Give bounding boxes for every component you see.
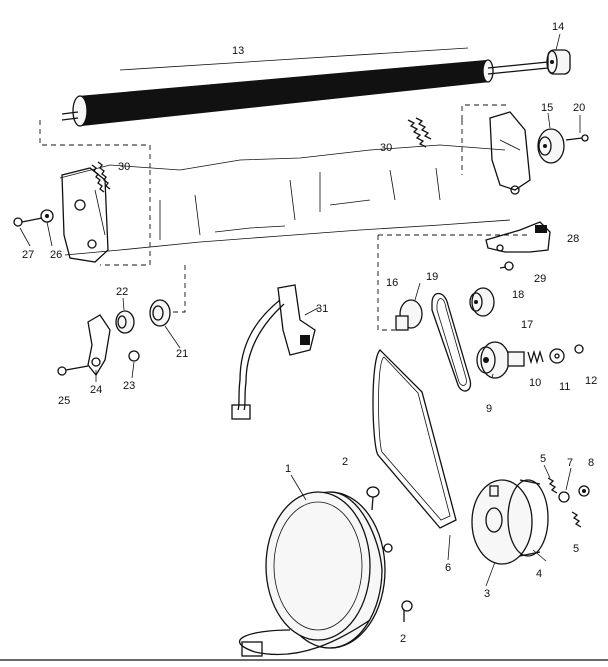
spring-5-bottom bbox=[571, 511, 582, 528]
callout-6: 6 bbox=[445, 562, 451, 574]
gear-18 bbox=[469, 287, 495, 317]
callout-16: 16 bbox=[386, 277, 398, 289]
roller-assembly bbox=[61, 47, 549, 127]
screw-20 bbox=[565, 134, 589, 142]
callout-31: 31 bbox=[316, 303, 328, 315]
right-side-plate bbox=[489, 111, 531, 195]
washer-21 bbox=[149, 299, 171, 327]
bracket-28 bbox=[485, 221, 551, 253]
main-belt-6 bbox=[372, 349, 457, 529]
screw-27 bbox=[13, 217, 43, 227]
screw-2-bottom bbox=[401, 600, 413, 622]
callout-17: 17 bbox=[521, 319, 533, 331]
callout-1: 1 bbox=[285, 463, 291, 475]
left-side-plate bbox=[61, 167, 109, 263]
callout-5-top: 5 bbox=[540, 453, 546, 465]
callout-27: 27 bbox=[22, 249, 34, 261]
washer-7 bbox=[558, 491, 570, 503]
bushing-14 bbox=[546, 49, 571, 75]
screw-29 bbox=[499, 261, 514, 271]
callout-15: 15 bbox=[541, 102, 553, 114]
callout-labels: 13 14 15 20 30 30 27 26 28 29 22 21 23 2… bbox=[22, 21, 597, 645]
callout-28: 28 bbox=[567, 233, 579, 245]
callout-26: 26 bbox=[50, 249, 62, 261]
callout-13: 13 bbox=[232, 45, 244, 57]
callout-18: 18 bbox=[512, 289, 524, 301]
screw-2-top bbox=[366, 486, 380, 511]
spring-5-top bbox=[547, 477, 558, 494]
chassis-frame bbox=[59, 144, 511, 256]
callout-25: 25 bbox=[58, 395, 70, 407]
washer-26 bbox=[40, 209, 54, 223]
screw-25 bbox=[57, 365, 89, 376]
pulley-16 bbox=[395, 299, 423, 331]
spacer-22 bbox=[115, 310, 135, 334]
spring-30-left bbox=[91, 161, 111, 193]
callout-30-right: 30 bbox=[380, 142, 392, 154]
callout-2-top: 2 bbox=[342, 456, 348, 468]
callout-24: 24 bbox=[90, 384, 102, 396]
belt-19 bbox=[431, 292, 472, 392]
motor-1 bbox=[239, 491, 393, 657]
callout-11: 11 bbox=[559, 381, 570, 393]
gear-15 bbox=[537, 128, 565, 164]
callout-10: 10 bbox=[529, 377, 541, 389]
nut-23 bbox=[128, 350, 140, 362]
lever-24 bbox=[87, 314, 111, 377]
spring-10 bbox=[527, 349, 544, 365]
callout-4: 4 bbox=[536, 568, 542, 580]
callout-7: 7 bbox=[567, 457, 573, 469]
callout-21: 21 bbox=[176, 348, 188, 360]
nut-8 bbox=[578, 485, 590, 497]
callout-22: 22 bbox=[116, 286, 128, 298]
callout-23: 23 bbox=[123, 380, 135, 392]
callout-20: 20 bbox=[573, 102, 585, 114]
callout-2-bottom: 2 bbox=[400, 633, 406, 645]
gear-17 bbox=[476, 341, 525, 379]
callout-30-left: 30 bbox=[118, 161, 130, 173]
callout-5-bottom: 5 bbox=[573, 543, 579, 555]
callout-19: 19 bbox=[426, 271, 438, 283]
callout-9: 9 bbox=[486, 403, 492, 415]
sensor-31 bbox=[231, 284, 316, 420]
spring-30-right bbox=[407, 117, 432, 148]
nut-12 bbox=[574, 344, 584, 354]
callout-29: 29 bbox=[534, 273, 546, 285]
washer-11 bbox=[549, 348, 565, 364]
callout-8: 8 bbox=[588, 457, 594, 469]
callout-3: 3 bbox=[484, 588, 490, 600]
leader-lines bbox=[19, 33, 581, 587]
clutch-3 bbox=[471, 479, 533, 565]
callout-14: 14 bbox=[552, 21, 564, 33]
callout-12: 12 bbox=[585, 375, 597, 387]
